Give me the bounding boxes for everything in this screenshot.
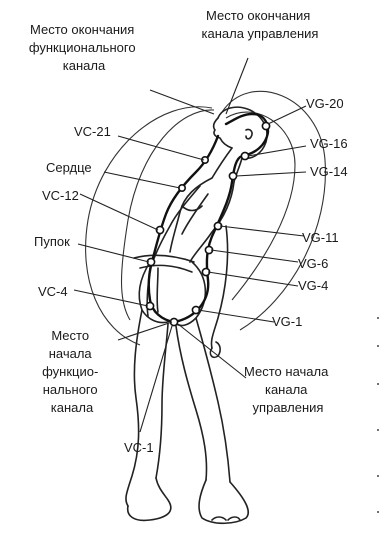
- top-envelope: [222, 91, 325, 330]
- label-vg-start: Место начала канала управления: [244, 364, 332, 415]
- label-vg11: VG-11: [302, 230, 339, 245]
- leader-vg-end: [226, 58, 248, 114]
- label-vg16: VG-16: [310, 136, 348, 151]
- scan-edge-marks: [377, 317, 379, 513]
- edge-mark: [377, 511, 379, 513]
- leader-vg20: [268, 106, 306, 124]
- leader-navel: [78, 244, 149, 262]
- label-heart: Сердце: [46, 160, 92, 175]
- far-arm: [211, 226, 227, 348]
- point-vg16: [241, 152, 248, 159]
- front-envelope: [122, 110, 215, 320]
- label-vc1: VC-1: [124, 440, 154, 455]
- leader-vg14: [236, 172, 306, 176]
- governing-channel: [174, 114, 268, 322]
- leader-vc1: [140, 326, 172, 432]
- leader-vc-end: [150, 90, 214, 114]
- near-foot: [128, 478, 171, 520]
- groin-front: [139, 262, 168, 323]
- label-vg4: VG-4: [298, 278, 328, 293]
- energy-envelope: [86, 91, 326, 345]
- leader-vc-start: [118, 322, 172, 340]
- foot-toes: [212, 517, 240, 520]
- neck-front: [212, 148, 232, 178]
- edge-mark: [377, 383, 379, 385]
- leader-heart: [104, 172, 180, 188]
- leader-vg1: [198, 310, 274, 322]
- far-foot: [199, 480, 248, 523]
- label-vc21: VC-21: [74, 124, 111, 139]
- label-vc12: VC-12: [42, 188, 79, 203]
- label-vg20: VG-20: [306, 96, 344, 111]
- leader-vg-start: [178, 324, 246, 378]
- leader-vg11: [220, 226, 304, 236]
- label-vc4: VC-4: [38, 284, 68, 299]
- label-vg14: VG-14: [310, 164, 348, 179]
- edge-mark: [377, 429, 379, 431]
- edge-mark: [377, 317, 379, 319]
- leader-vc12: [80, 194, 158, 230]
- far-leg-front: [176, 326, 207, 480]
- back-envelope: [226, 112, 295, 300]
- edge-mark: [377, 475, 379, 477]
- label-vc-start: Место начала функцио- нального канала: [42, 328, 102, 415]
- leader-vg4: [208, 272, 298, 286]
- label-navel: Пупок: [34, 234, 70, 249]
- label-vc-end: Место окончания функционального канала: [29, 22, 139, 73]
- sash-tail-b: [157, 268, 158, 312]
- label-vg6: VG-6: [298, 256, 328, 271]
- label-vg1: VG-1: [272, 314, 302, 329]
- leader-vg6: [211, 250, 298, 262]
- point-vg14: [229, 172, 236, 179]
- leader-vc4: [74, 290, 148, 306]
- human-figure: [126, 107, 267, 523]
- labels: Место окончания функционального канала М…: [29, 8, 348, 455]
- ear: [246, 129, 252, 138]
- edge-mark: [377, 345, 379, 347]
- label-vg-end: Место окончания канала управления: [202, 8, 319, 41]
